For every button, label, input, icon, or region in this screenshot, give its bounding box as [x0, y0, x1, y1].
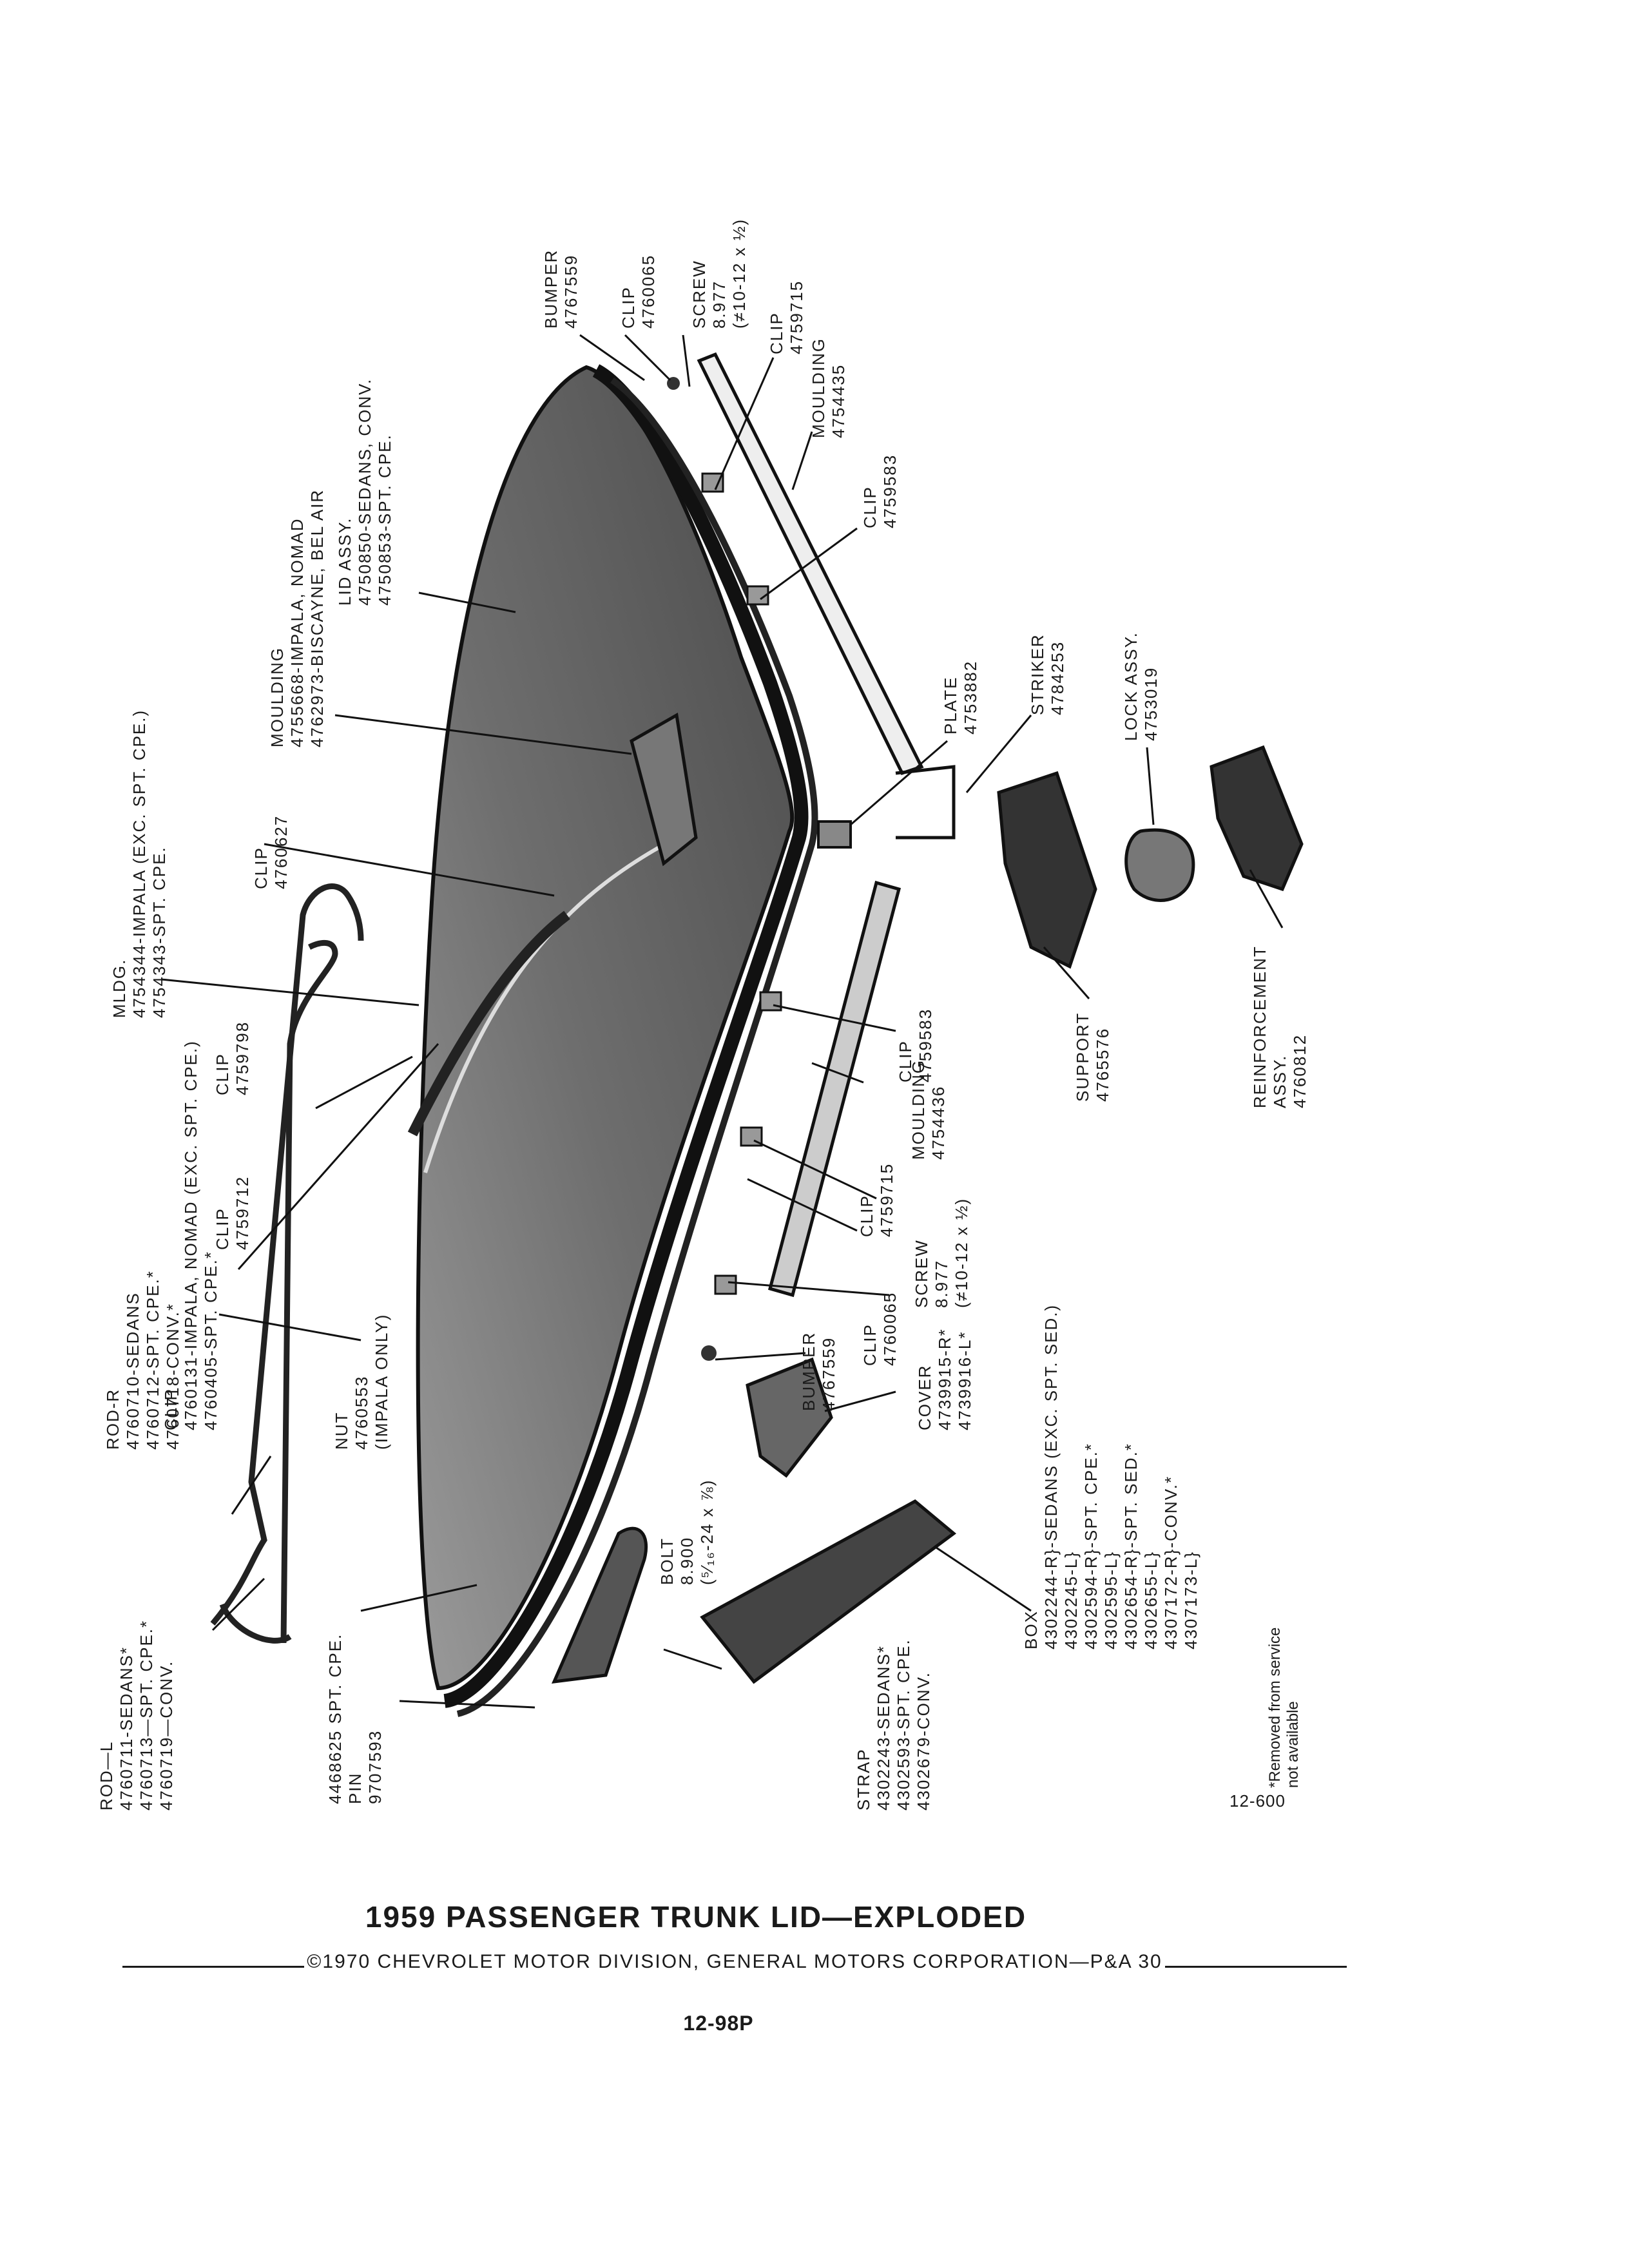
- rod-left: [210, 883, 364, 1626]
- exploded-diagram: [160, 334, 1304, 1717]
- callout-mldg: MLDG.4754344-IMPALA (EXC. SPT. CPE.)4754…: [110, 709, 169, 1018]
- trunk-lid: [416, 365, 795, 1691]
- moulding-lower-strip: [767, 880, 901, 1298]
- cover-part: [746, 1357, 833, 1478]
- copyright-text: ©1970 CHEVROLET MOTOR DIVISION, GENERAL …: [307, 1951, 1162, 1972]
- figure-title: 1959 PASSENGER TRUNK LID—EXPLODED: [365, 1900, 1027, 1934]
- rod-right: [280, 940, 338, 1644]
- hinge-box: [700, 1499, 957, 1684]
- leader-lines: [160, 334, 1284, 1709]
- page-number: 12-98P: [683, 2012, 754, 2035]
- hinge-strap: [551, 1526, 648, 1684]
- copyright-line: ©1970 CHEVROLET MOTOR DIVISION, GENERAL …: [122, 1951, 1347, 1973]
- support-part: [997, 771, 1097, 969]
- reinforcement-part: [1210, 745, 1304, 892]
- callout-lid-assy: LID ASSY.4750850-SEDANS, CONV.4750853-SP…: [335, 378, 394, 606]
- lid-flange: [443, 364, 809, 1708]
- drawing-code: 12-600: [1229, 1791, 1286, 1811]
- lock-part: [1124, 828, 1195, 902]
- emblem-moulding: [630, 713, 698, 867]
- striker-part: [895, 765, 956, 840]
- plate-part: [817, 820, 852, 849]
- callout-lock-assy: LOCK ASSY.4753019: [1121, 631, 1161, 741]
